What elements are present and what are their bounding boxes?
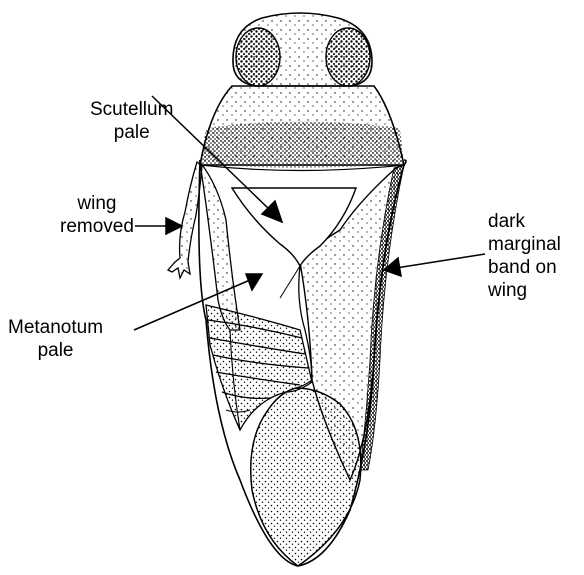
right-eye bbox=[326, 28, 370, 86]
marginal-band-label-line3: band on bbox=[488, 256, 561, 279]
wing-removed-label-line2: removed bbox=[60, 215, 134, 238]
wing-stub bbox=[168, 162, 202, 278]
marginal-band-label: dark marginal band on wing bbox=[488, 210, 561, 302]
scutellum-label-line2: pale bbox=[90, 121, 173, 144]
marginal-band-label-line1: dark bbox=[488, 210, 561, 233]
metanotum-label: Metanotum pale bbox=[8, 316, 103, 362]
scutellum-label: Scutellum pale bbox=[90, 98, 173, 144]
left-eye bbox=[236, 28, 280, 86]
marginal-band-label-line2: marginal bbox=[488, 233, 561, 256]
metanotum-label-line1: Metanotum bbox=[8, 316, 103, 339]
wing-removed-label-line1: wing bbox=[60, 192, 134, 215]
scutellum-label-line1: Scutellum bbox=[90, 98, 173, 121]
metanotum-label-line2: pale bbox=[8, 339, 103, 362]
wing-removed-label: wing removed bbox=[60, 192, 134, 238]
pronotum-dense-band bbox=[200, 122, 404, 168]
marginal-band-label-line4: wing bbox=[488, 279, 561, 302]
